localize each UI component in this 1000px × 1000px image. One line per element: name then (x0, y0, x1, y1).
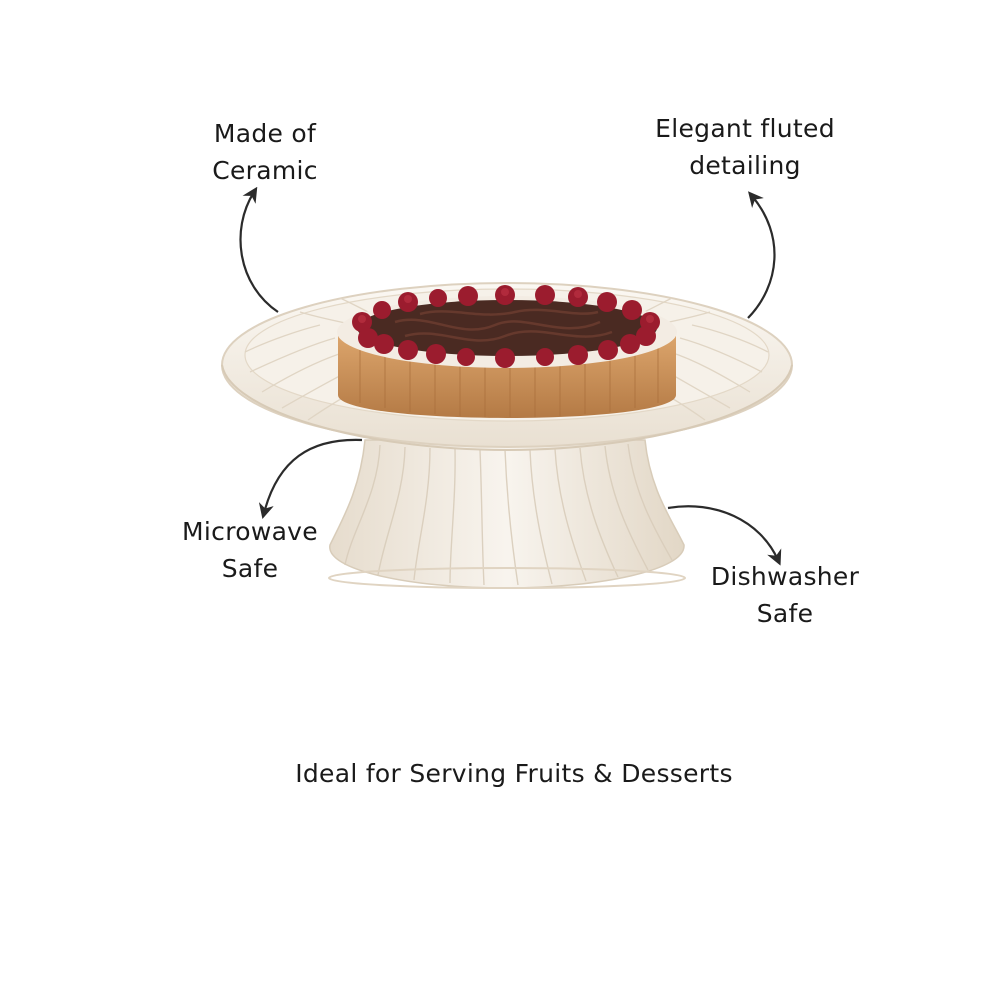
feature-label-dishwasher: Dishwasher Safe (700, 558, 870, 632)
tagline: Ideal for Serving Fruits & Desserts (295, 759, 733, 788)
arrow-fluted (747, 191, 776, 319)
feature-label-microwave: Microwave Safe (165, 513, 335, 587)
feature-label-dishwasher-line2: Safe (756, 599, 814, 628)
arrow-microwave (258, 438, 363, 519)
feature-label-ceramic-line2: Ceramic (212, 156, 318, 185)
feature-label-microwave-line2: Safe (221, 554, 279, 583)
feature-label-dishwasher-line1: Dishwasher (710, 562, 860, 591)
tart (337, 285, 677, 418)
feature-label-ceramic-line1: Made of (213, 119, 317, 148)
feature-label-microwave-line1: Microwave (182, 517, 318, 546)
feature-label-fluted: Elegant fluted detailing (630, 110, 860, 184)
arrow-dishwasher (667, 505, 782, 566)
cake-stand-pedestal (328, 439, 686, 589)
arrow-ceramic (239, 186, 279, 313)
feature-label-ceramic: Made of Ceramic (185, 115, 345, 189)
feature-label-fluted-line2: detailing (689, 151, 801, 180)
feature-label-fluted-line1: Elegant fluted (655, 114, 835, 143)
